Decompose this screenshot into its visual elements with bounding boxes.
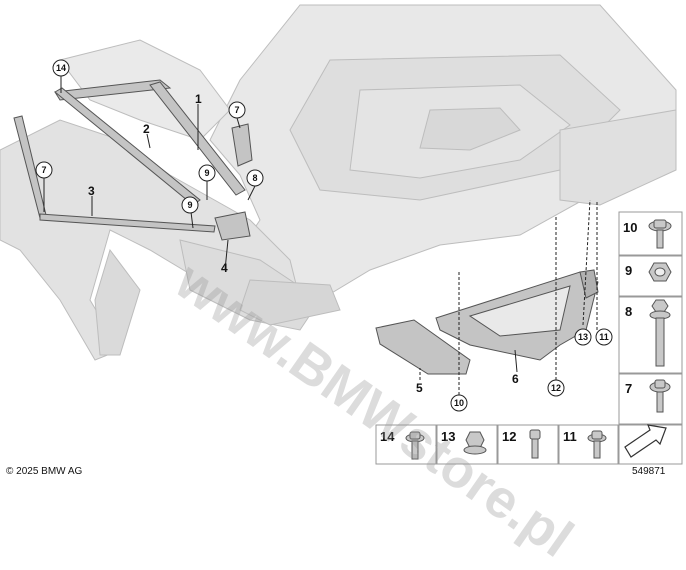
flange-bolt-icon (648, 219, 672, 249)
callout-7-left: 7 (41, 165, 46, 175)
strut-part-2 (54, 87, 201, 206)
callout-2: 2 (143, 122, 150, 136)
circled-callouts (35, 59, 613, 412)
flange-bolt-icon (405, 431, 425, 460)
diagram-number: 549871 (632, 466, 666, 477)
arrow-direction-icon (624, 424, 667, 458)
legend-label-13: 13 (441, 429, 455, 444)
strut-part-14 (54, 79, 172, 101)
legend-label-9: 9 (625, 263, 632, 278)
callout-11: 11 (599, 332, 609, 342)
hex-nut-icon (648, 262, 672, 282)
callout-9-lower: 9 (187, 200, 192, 210)
legend-label-7: 7 (625, 381, 632, 396)
long-bolt-icon (649, 299, 671, 367)
legend-label-12: 12 (502, 429, 516, 444)
callout-14: 14 (56, 63, 66, 73)
legend-label-14: 14 (380, 429, 395, 444)
legend-right-column: 10 9 8 7 (618, 211, 683, 465)
callout-9-upper: 9 (204, 168, 209, 178)
bracket-part-4 (214, 211, 251, 241)
callout-7-upper: 7 (234, 105, 239, 115)
callout-3: 3 (88, 184, 95, 198)
legend-label-11: 11 (563, 429, 577, 444)
shield-part-5 (375, 319, 471, 375)
stud-bolt-icon (529, 429, 541, 459)
plain-callouts: 1 2 3 4 5 6 (88, 92, 519, 395)
callout-8: 8 (252, 173, 257, 183)
callout-6: 6 (512, 372, 519, 386)
callout-12: 12 (551, 383, 561, 393)
leader-lines (43, 75, 598, 395)
callout-4: 4 (221, 261, 228, 275)
legend-label-10: 10 (623, 220, 637, 235)
legend-label-8: 8 (625, 304, 632, 319)
callout-5: 5 (416, 381, 423, 395)
short-bolt-icon (649, 379, 671, 413)
callout-13: 13 (578, 332, 588, 342)
parts-diagram: 1 2 3 4 5 6 14 7 7 9 8 9 10 12 13 11 (0, 4, 683, 465)
circled-callout-labels: 14 7 7 9 8 9 10 12 13 11 (41, 63, 608, 408)
legend-bottom-row: 14 13 12 11 (375, 424, 619, 465)
collar-bolt-icon (587, 430, 607, 459)
callout-1: 1 (195, 92, 202, 106)
flange-nut-icon (463, 431, 487, 455)
callout-10: 10 (454, 398, 464, 408)
copyright-notice: © 2025 BMW AG (6, 466, 83, 477)
